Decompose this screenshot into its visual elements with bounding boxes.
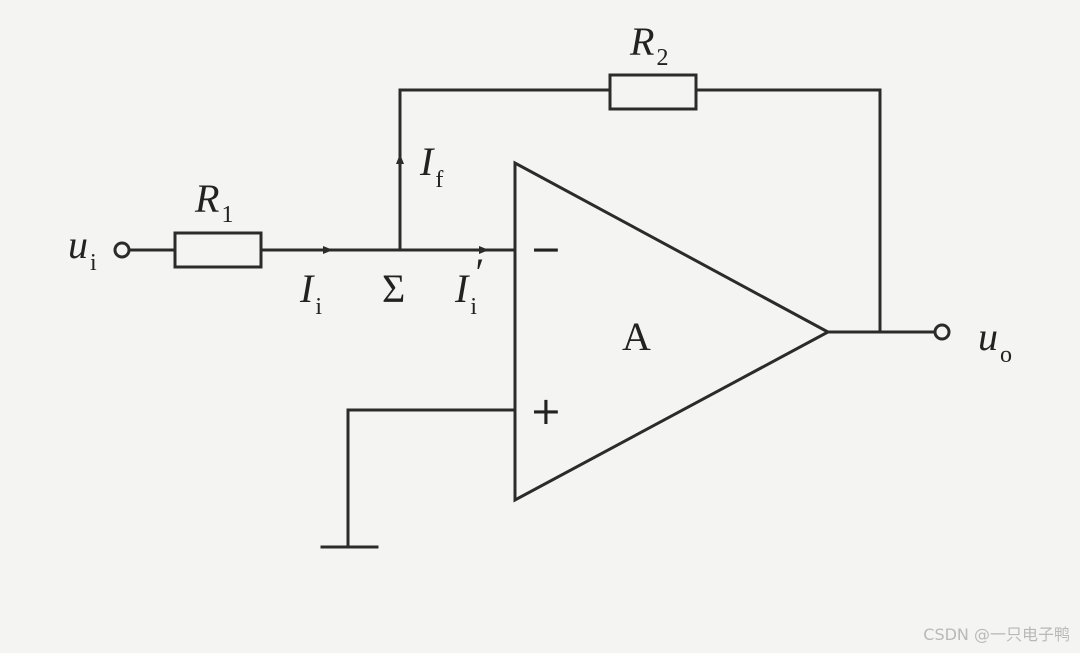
feedback-resistor <box>608 73 698 111</box>
amp-input-current-label: Ii′ <box>454 250 483 320</box>
watermark: CSDN @一只电子鸭 <box>923 625 1070 644</box>
output-terminal <box>933 323 951 341</box>
feedback-resistor-label: R2 <box>629 19 668 71</box>
input-voltage-label: ui <box>68 222 97 276</box>
noninverting-input-sign: + <box>530 389 562 433</box>
input-terminal <box>113 241 131 259</box>
op-amp-label: A <box>622 314 651 359</box>
op-amp-triangle <box>513 160 832 503</box>
output-voltage-label: uo <box>978 314 1012 368</box>
input-resistor <box>173 231 263 269</box>
inverting-input-sign: − <box>530 227 562 271</box>
summing-node-label: Σ <box>382 266 405 311</box>
input-current-label: Ii <box>299 266 322 320</box>
feedback-current-label: If <box>419 139 443 193</box>
input-resistor-label: R1 <box>194 176 233 228</box>
